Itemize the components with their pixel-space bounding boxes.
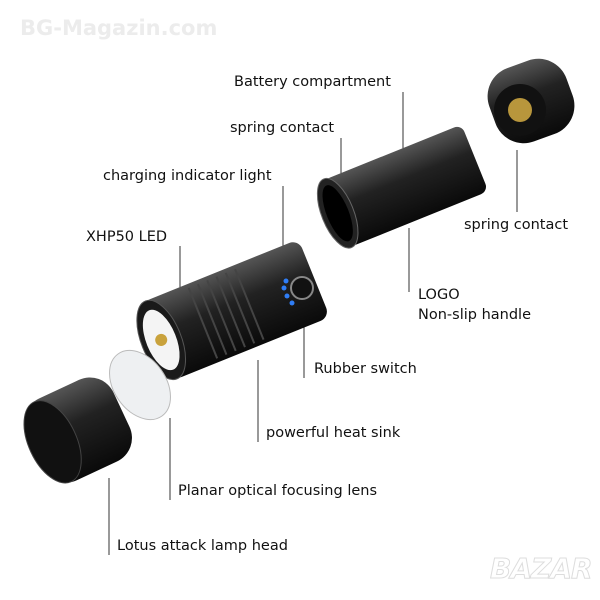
label-battery-compartment: Battery compartment [234, 74, 391, 90]
label-spring-contact-right: spring contact [464, 217, 569, 233]
lamp-head [23, 377, 132, 484]
label-lamp-head: Lotus attack lamp head [117, 538, 288, 554]
label-spring-contact-top: spring contact [230, 120, 335, 136]
label-charging-indicator: charging indicator light [103, 168, 272, 184]
tail-cap [487, 58, 575, 144]
leader-lines [108, 92, 518, 555]
head-body [136, 242, 327, 381]
bazar-logo: BAZAR [490, 552, 594, 586]
rubber-switch [290, 276, 314, 300]
label-non-slip-handle: Non-slip handle [418, 307, 531, 323]
label-heat-sink: powerful heat sink [266, 425, 401, 441]
label-xhp50-led: XHP50 LED [86, 229, 168, 245]
label-logo: LOGO [418, 287, 460, 303]
label-lens: Planar optical focusing lens [178, 483, 378, 499]
battery-tube [316, 126, 486, 249]
watermark: BG-Magazin.com [20, 16, 218, 40]
lens [109, 349, 171, 421]
label-rubber-switch: Rubber switch [314, 361, 417, 377]
indicator-leds [281, 278, 295, 306]
